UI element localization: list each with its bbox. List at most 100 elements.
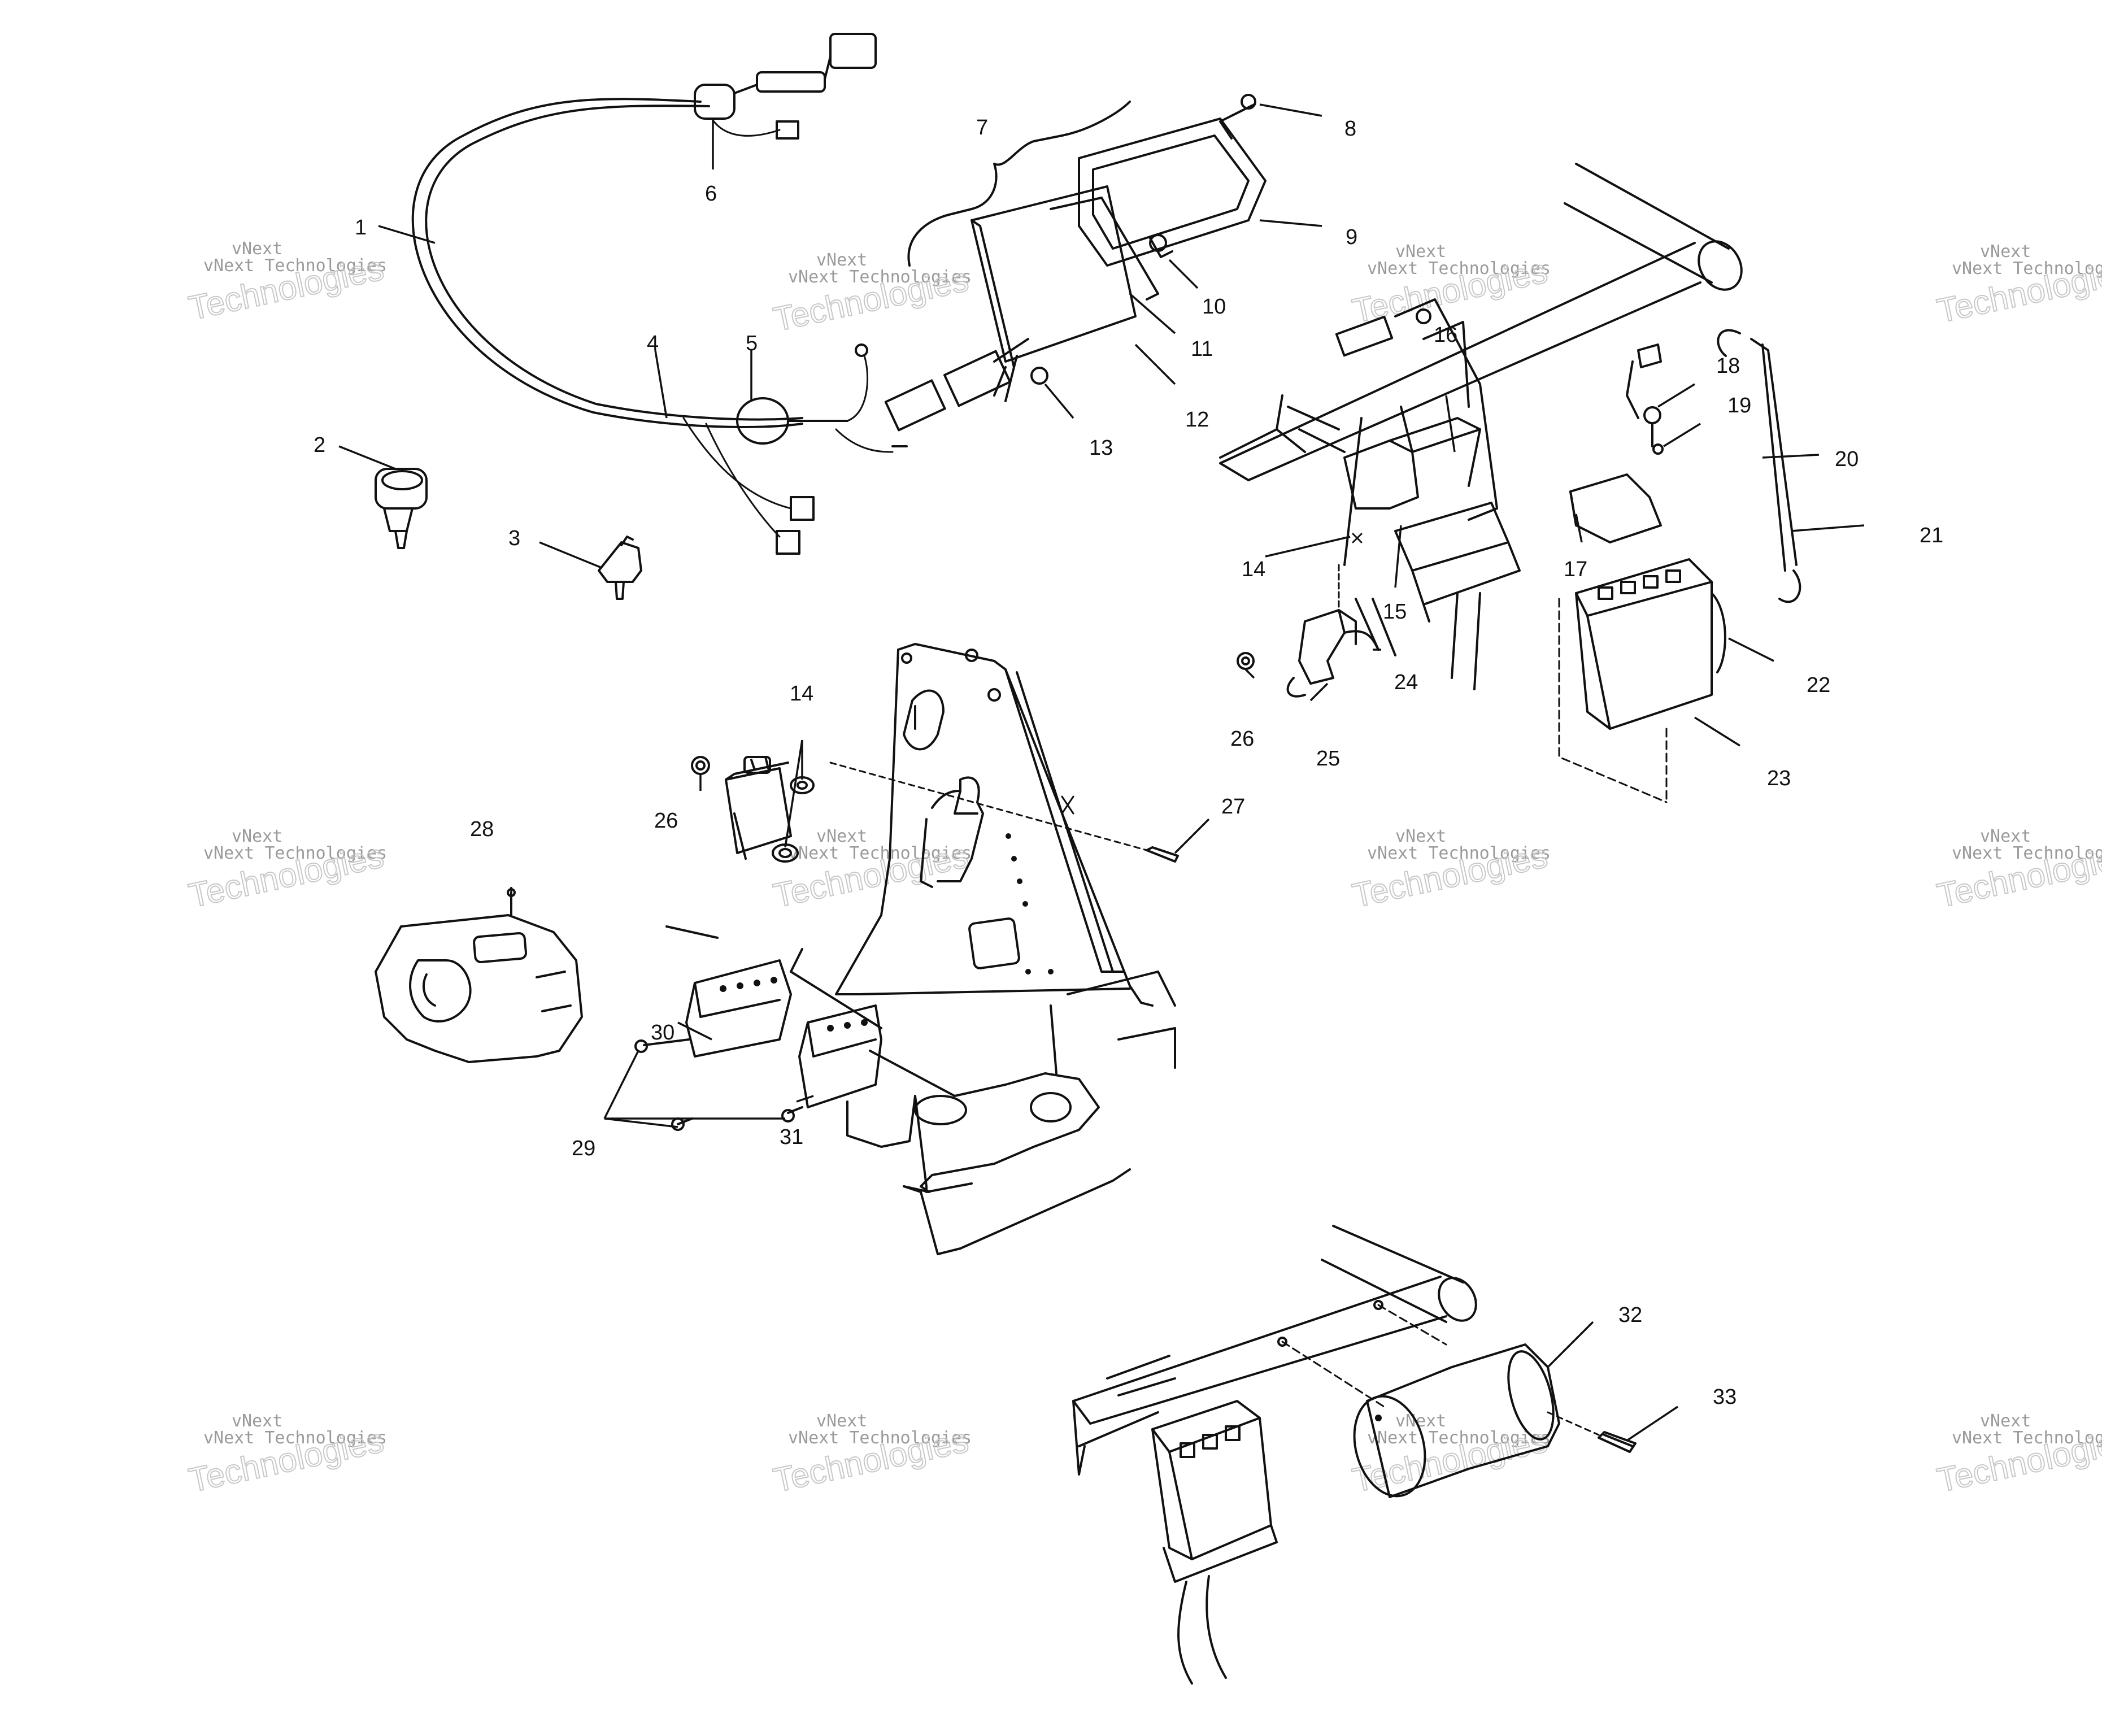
watermark-text: vNext Technologies xyxy=(788,1428,972,1448)
battery-cover xyxy=(1569,473,1662,543)
callout-14: 14 xyxy=(790,682,813,706)
watermark-text: vNext xyxy=(1980,1411,2031,1431)
callout-29: 29 xyxy=(572,1137,595,1160)
watermark-text: vNext xyxy=(232,1411,282,1431)
callout-33: 33 xyxy=(1713,1385,1737,1409)
callout-9: 9 xyxy=(1346,225,1357,249)
callout-12: 12 xyxy=(1185,408,1209,432)
callout-17: 17 xyxy=(1564,558,1587,581)
harness-boot xyxy=(736,397,789,445)
battery-cap xyxy=(1643,575,1659,589)
battery-cap xyxy=(1620,581,1636,594)
battery-hardware xyxy=(1626,343,1664,455)
harness-plug xyxy=(884,379,946,432)
harness-small-connector xyxy=(790,496,815,521)
watermark-text: vNext Technologies xyxy=(1367,843,1551,863)
callout-10: 10 xyxy=(1202,295,1226,319)
watermark: vNext vNext Technologies Technologies xyxy=(769,826,972,915)
harness-small-connector xyxy=(776,120,799,140)
harness-small-connector xyxy=(776,530,800,555)
battery-cap xyxy=(1598,586,1613,600)
watermark-text: vNext xyxy=(1395,826,1446,846)
watermark: vNext vNext Technologies Technologies xyxy=(185,239,388,328)
callout-7: 7 xyxy=(976,116,988,140)
callout-21: 21 xyxy=(1920,524,1943,547)
callout-27: 27 xyxy=(1221,795,1245,819)
callout-6: 6 xyxy=(705,182,717,206)
watermark-text: vNext Technologies xyxy=(1367,1428,1551,1448)
callout-23: 23 xyxy=(1767,767,1791,790)
callout-numbers: 1 2 3 4 5 6 7 8 9 10 11 12 13 14 14 15 1… xyxy=(314,116,1943,1409)
watermark-text: vNext xyxy=(816,250,867,270)
watermark-text: vNext Technologies xyxy=(1952,1428,2102,1448)
watermark-text: vNext xyxy=(1980,242,2031,262)
harness-connector xyxy=(694,84,736,120)
callout-5: 5 xyxy=(746,332,758,355)
coil-terminal xyxy=(743,756,771,774)
battery-tray xyxy=(1335,298,1521,623)
rectifier-block xyxy=(798,1004,882,1108)
watermark-text: vNext xyxy=(1395,1411,1446,1431)
callout-14: 14 xyxy=(1242,558,1265,581)
watermark-text: vNext xyxy=(1980,826,2031,846)
tray-tab xyxy=(1335,315,1394,357)
callout-22: 22 xyxy=(1807,673,1830,697)
plate-cutout xyxy=(968,917,1020,969)
watermark-text: vNext Technologies xyxy=(1367,259,1551,279)
callout-16: 16 xyxy=(1434,323,1457,347)
regulator-part xyxy=(375,888,583,1063)
bottom-battery-box xyxy=(1151,1400,1278,1685)
callout-31: 31 xyxy=(780,1125,803,1149)
screw-part xyxy=(1219,94,1256,140)
watermark: vNext vNext Technologies Technologies xyxy=(1348,826,1551,915)
bolt-33 xyxy=(1547,1411,1637,1453)
callout-30: 30 xyxy=(651,1021,674,1045)
watermark: vNext vNext Technologies Technologies xyxy=(769,1411,972,1500)
harness-plug xyxy=(829,33,877,69)
callout-28: 28 xyxy=(470,817,494,841)
right-small-parts xyxy=(1237,533,1379,698)
callout-20: 20 xyxy=(1835,447,1859,471)
callout-32: 32 xyxy=(1618,1303,1642,1327)
rectifier-block xyxy=(685,959,792,1058)
watermark-text: vNext Technologies xyxy=(1952,259,2102,279)
leader-lines xyxy=(338,103,1865,1442)
watermark-text: vNext Technologies xyxy=(788,843,972,863)
callout-13: 13 xyxy=(1089,436,1113,460)
watermark-text: vNext xyxy=(816,826,867,846)
watermark-text: vNext Technologies xyxy=(788,267,972,287)
callout-1: 1 xyxy=(355,216,367,240)
callout-25: 25 xyxy=(1316,747,1340,771)
watermark-text: vNext Technologies xyxy=(203,256,387,276)
callout-11: 11 xyxy=(1191,337,1213,361)
watermark-text: vNext xyxy=(816,1411,867,1431)
callout-15: 15 xyxy=(1383,600,1407,624)
callout-2: 2 xyxy=(314,433,325,457)
callout-24: 24 xyxy=(1394,671,1418,694)
wiring-harness xyxy=(411,33,1029,555)
watermark: vNext vNext Technologies Technologies xyxy=(1348,242,1551,330)
watermark-text: vNext xyxy=(232,239,282,259)
callout-18: 18 xyxy=(1716,354,1740,378)
clip-part xyxy=(375,468,428,549)
watermark: vNext vNext Technologies Technologies xyxy=(185,826,388,915)
watermark-text: vNext Technologies xyxy=(203,843,387,863)
right-frame xyxy=(1219,163,1743,690)
callout-19: 19 xyxy=(1727,394,1751,417)
callout-26: 26 xyxy=(1230,727,1254,751)
battery-cap xyxy=(1225,1425,1241,1441)
watermarks: vNext vNext Technologies Technologies vN… xyxy=(185,239,2102,1500)
bottom-frame xyxy=(1072,1225,1477,1476)
watermark-text: vNext Technologies xyxy=(1952,843,2102,863)
battery-cap xyxy=(1180,1442,1195,1458)
watermark: vNext vNext Technologies Technologies xyxy=(1933,242,2102,330)
battery-cap xyxy=(1665,569,1681,583)
switch-part xyxy=(598,536,642,600)
watermark-text: vNext xyxy=(232,826,282,846)
callout-8: 8 xyxy=(1344,117,1356,141)
starter-motor xyxy=(1353,1343,1560,1498)
callout-26: 26 xyxy=(654,809,678,833)
watermark-text: vNext xyxy=(1395,242,1446,262)
